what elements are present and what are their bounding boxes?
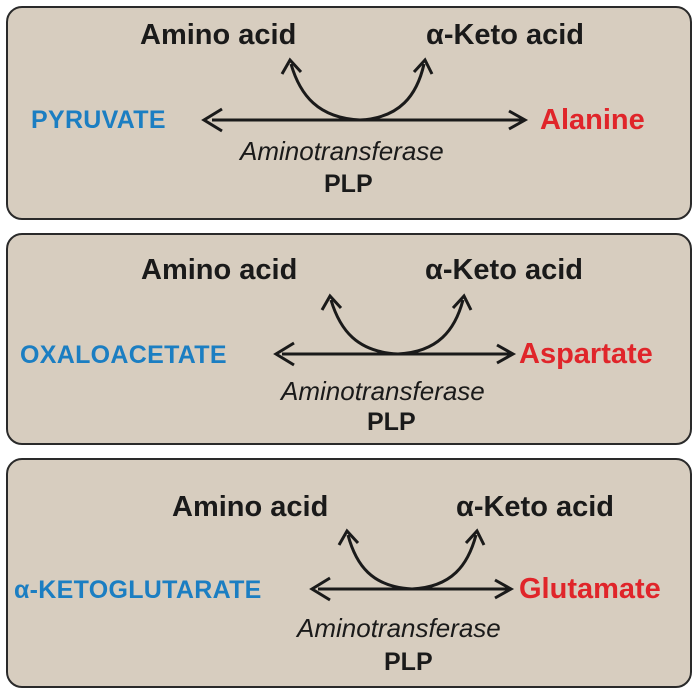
reaction-2-keto-acid-label: α-Keto acid bbox=[425, 254, 584, 286]
reaction-3-keto-arrowhead bbox=[464, 528, 486, 546]
reaction-1-enzyme: Aminotransferase bbox=[240, 136, 444, 166]
reaction-3-cofactor-curve-left bbox=[346, 534, 413, 591]
reaction-3-keto-acid-label: α-Keto acid bbox=[456, 491, 615, 523]
reaction-1-keto-acid-label: α-Keto acid bbox=[426, 19, 585, 51]
reaction-2-cofactor-curve-right bbox=[397, 299, 465, 356]
reaction-3-backward-head bbox=[309, 576, 331, 602]
reaction-1-backward-head bbox=[201, 107, 223, 133]
reaction-panel-pyruvate bbox=[6, 6, 692, 220]
reaction-1-product: Alanine bbox=[540, 104, 645, 136]
reaction-1-cofactor-curve-right bbox=[359, 63, 426, 122]
reaction-3-product: Glutamate bbox=[519, 573, 661, 605]
reaction-2-backward-head bbox=[273, 341, 295, 367]
reaction-2-product: Aspartate bbox=[519, 338, 653, 370]
reaction-2-coenzyme: PLP bbox=[367, 408, 416, 436]
reaction-2-keto-arrowhead bbox=[451, 293, 473, 311]
reaction-2-enzyme: Aminotransferase bbox=[281, 376, 485, 406]
reaction-3-coenzyme: PLP bbox=[384, 648, 433, 676]
reaction-1-cofactor-curve-left bbox=[289, 63, 361, 122]
reaction-1-keto-arrowhead bbox=[412, 57, 434, 75]
reaction-2-substrate: OXALOACETATE bbox=[20, 341, 227, 369]
reaction-2-cofactor-curve-left bbox=[329, 299, 399, 356]
reaction-1-amino-arrowhead bbox=[280, 57, 303, 75]
reaction-3-cofactor-curve-right bbox=[411, 534, 478, 591]
reaction-1-substrate: PYRUVATE bbox=[31, 106, 166, 134]
reaction-panel-ketoglutarate bbox=[6, 458, 692, 688]
reaction-3-amino-acid-label: Amino acid bbox=[172, 491, 329, 523]
reaction-1-coenzyme: PLP bbox=[324, 170, 373, 198]
reaction-3-amino-arrowhead bbox=[337, 528, 360, 546]
reaction-3-enzyme: Aminotransferase bbox=[297, 613, 501, 643]
reaction-1-amino-acid-label: Amino acid bbox=[140, 19, 297, 51]
reaction-3-substrate: α-KETOGLUTARATE bbox=[14, 576, 262, 604]
reaction-panel-oxaloacetate bbox=[6, 233, 692, 445]
reaction-2-amino-acid-label: Amino acid bbox=[141, 254, 298, 286]
reaction-2-amino-arrowhead bbox=[320, 293, 343, 311]
